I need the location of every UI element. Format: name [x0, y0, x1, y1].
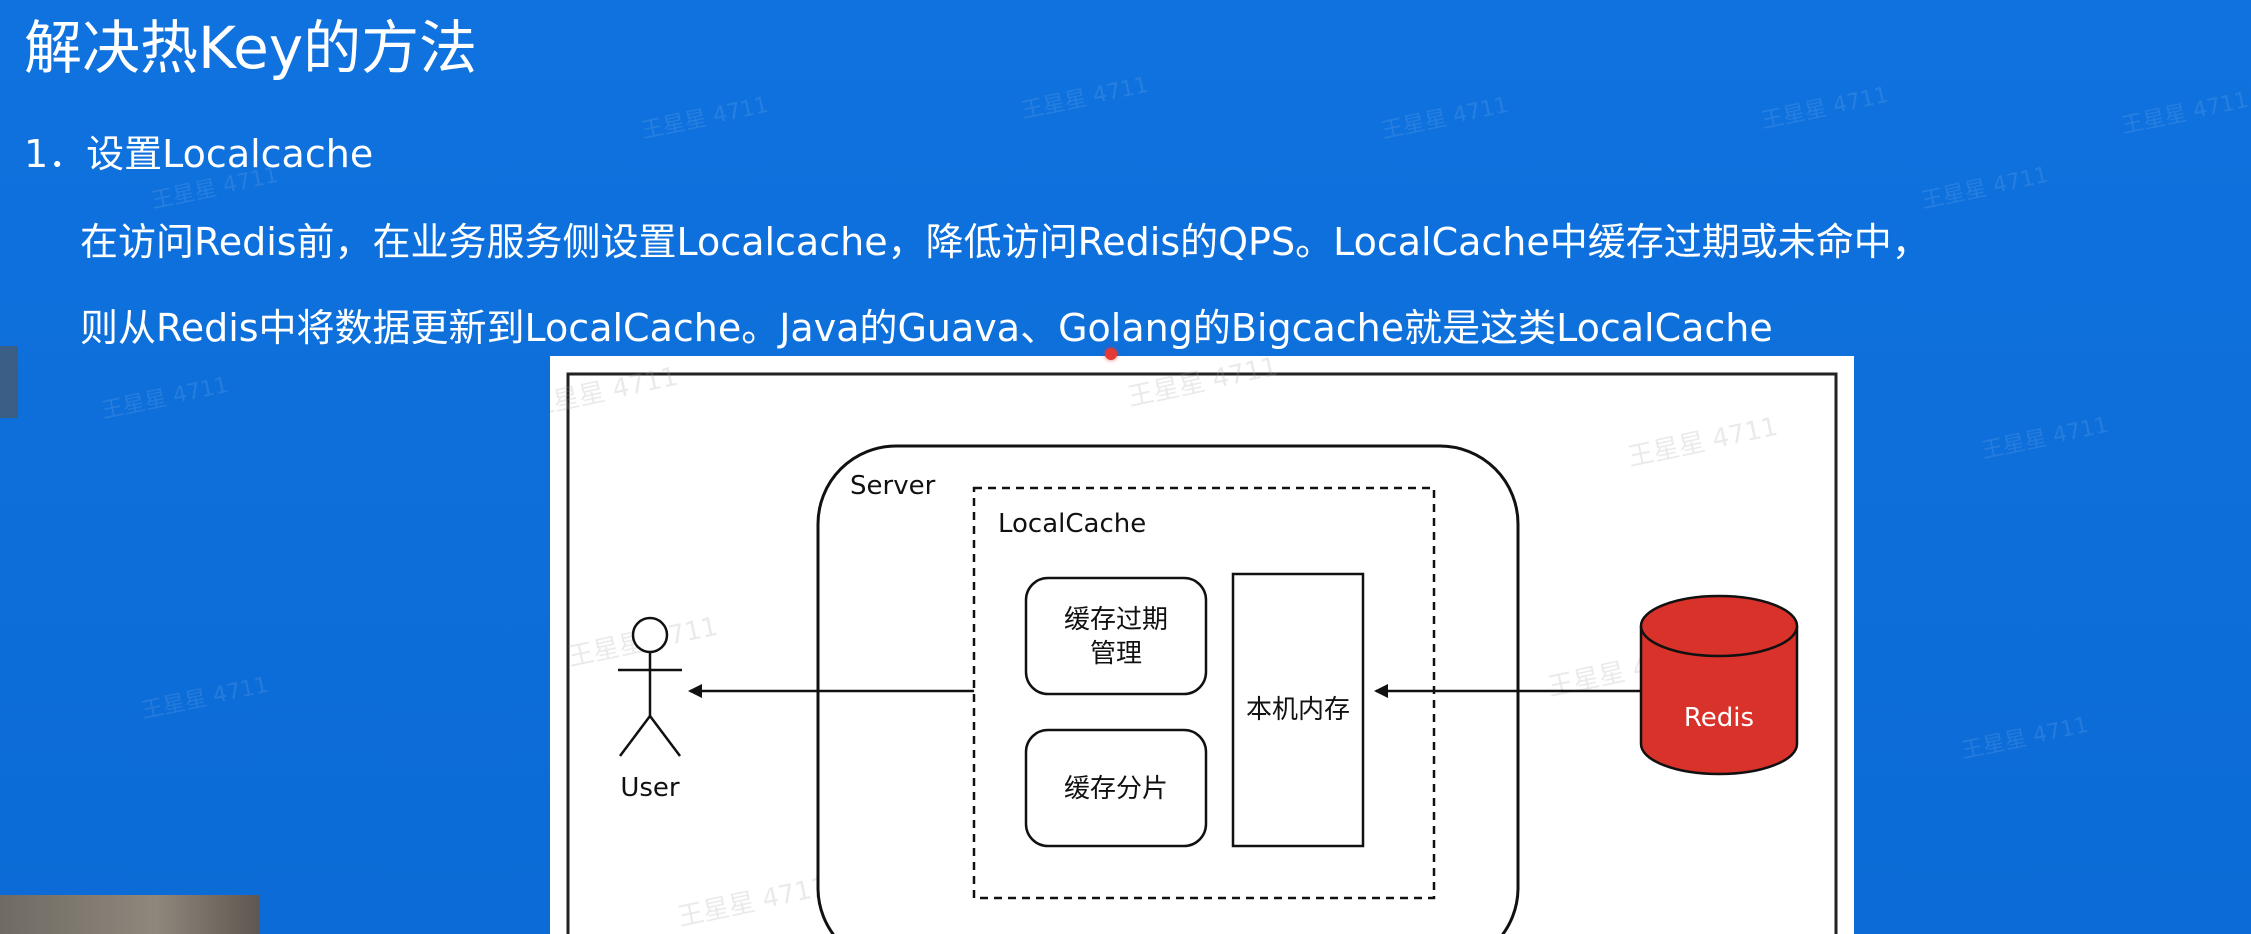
local-memory-box [1231, 572, 1365, 848]
cache-shard-label: 缓存分片 [1064, 774, 1168, 804]
slide-title: 解决热Key的方法 [24, 14, 478, 82]
paragraph-line-2: 则从Redis中将数据更新到LocalCache。Java的Guava、Gola… [80, 306, 1773, 350]
redis-label: Redis [1684, 703, 1754, 733]
watermark: 王星星 4711 [1125, 356, 1280, 413]
watermark: 王星星 4711 [1625, 412, 1780, 473]
localcache-label: LocalCache [998, 509, 1146, 539]
architecture-diagram: 王星星 4711 王星星 4711 王星星 4711 王星星 4711 王星星 … [550, 356, 1854, 934]
expire-management-box [1024, 576, 1208, 696]
diagram-border [566, 372, 1838, 934]
redis-cylinder [1639, 594, 1799, 776]
watermark: 王星星 4711 [550, 362, 681, 423]
cache-shard-box [1024, 728, 1208, 848]
paragraph-line-1: 在访问Redis前，在业务服务侧设置Localcache，降低访问Redis的Q… [80, 220, 1930, 264]
user-stick-figure [618, 616, 682, 757]
local-memory-label: 本机内存 [1246, 695, 1350, 725]
item-heading: 1．设置Localcache [24, 132, 374, 176]
server-label: Server [850, 471, 936, 501]
laser-pointer-dot [1105, 348, 1117, 360]
watermark: 王星星 4711 [675, 872, 830, 933]
expire-management-label-line2: 管理 [1090, 639, 1142, 669]
expire-management-label-line1: 缓存过期 [1064, 605, 1168, 635]
user-label: User [620, 773, 680, 803]
webcam-overlay [0, 895, 260, 934]
side-panel-tab[interactable] [0, 346, 18, 418]
localcache-box [972, 486, 1436, 900]
